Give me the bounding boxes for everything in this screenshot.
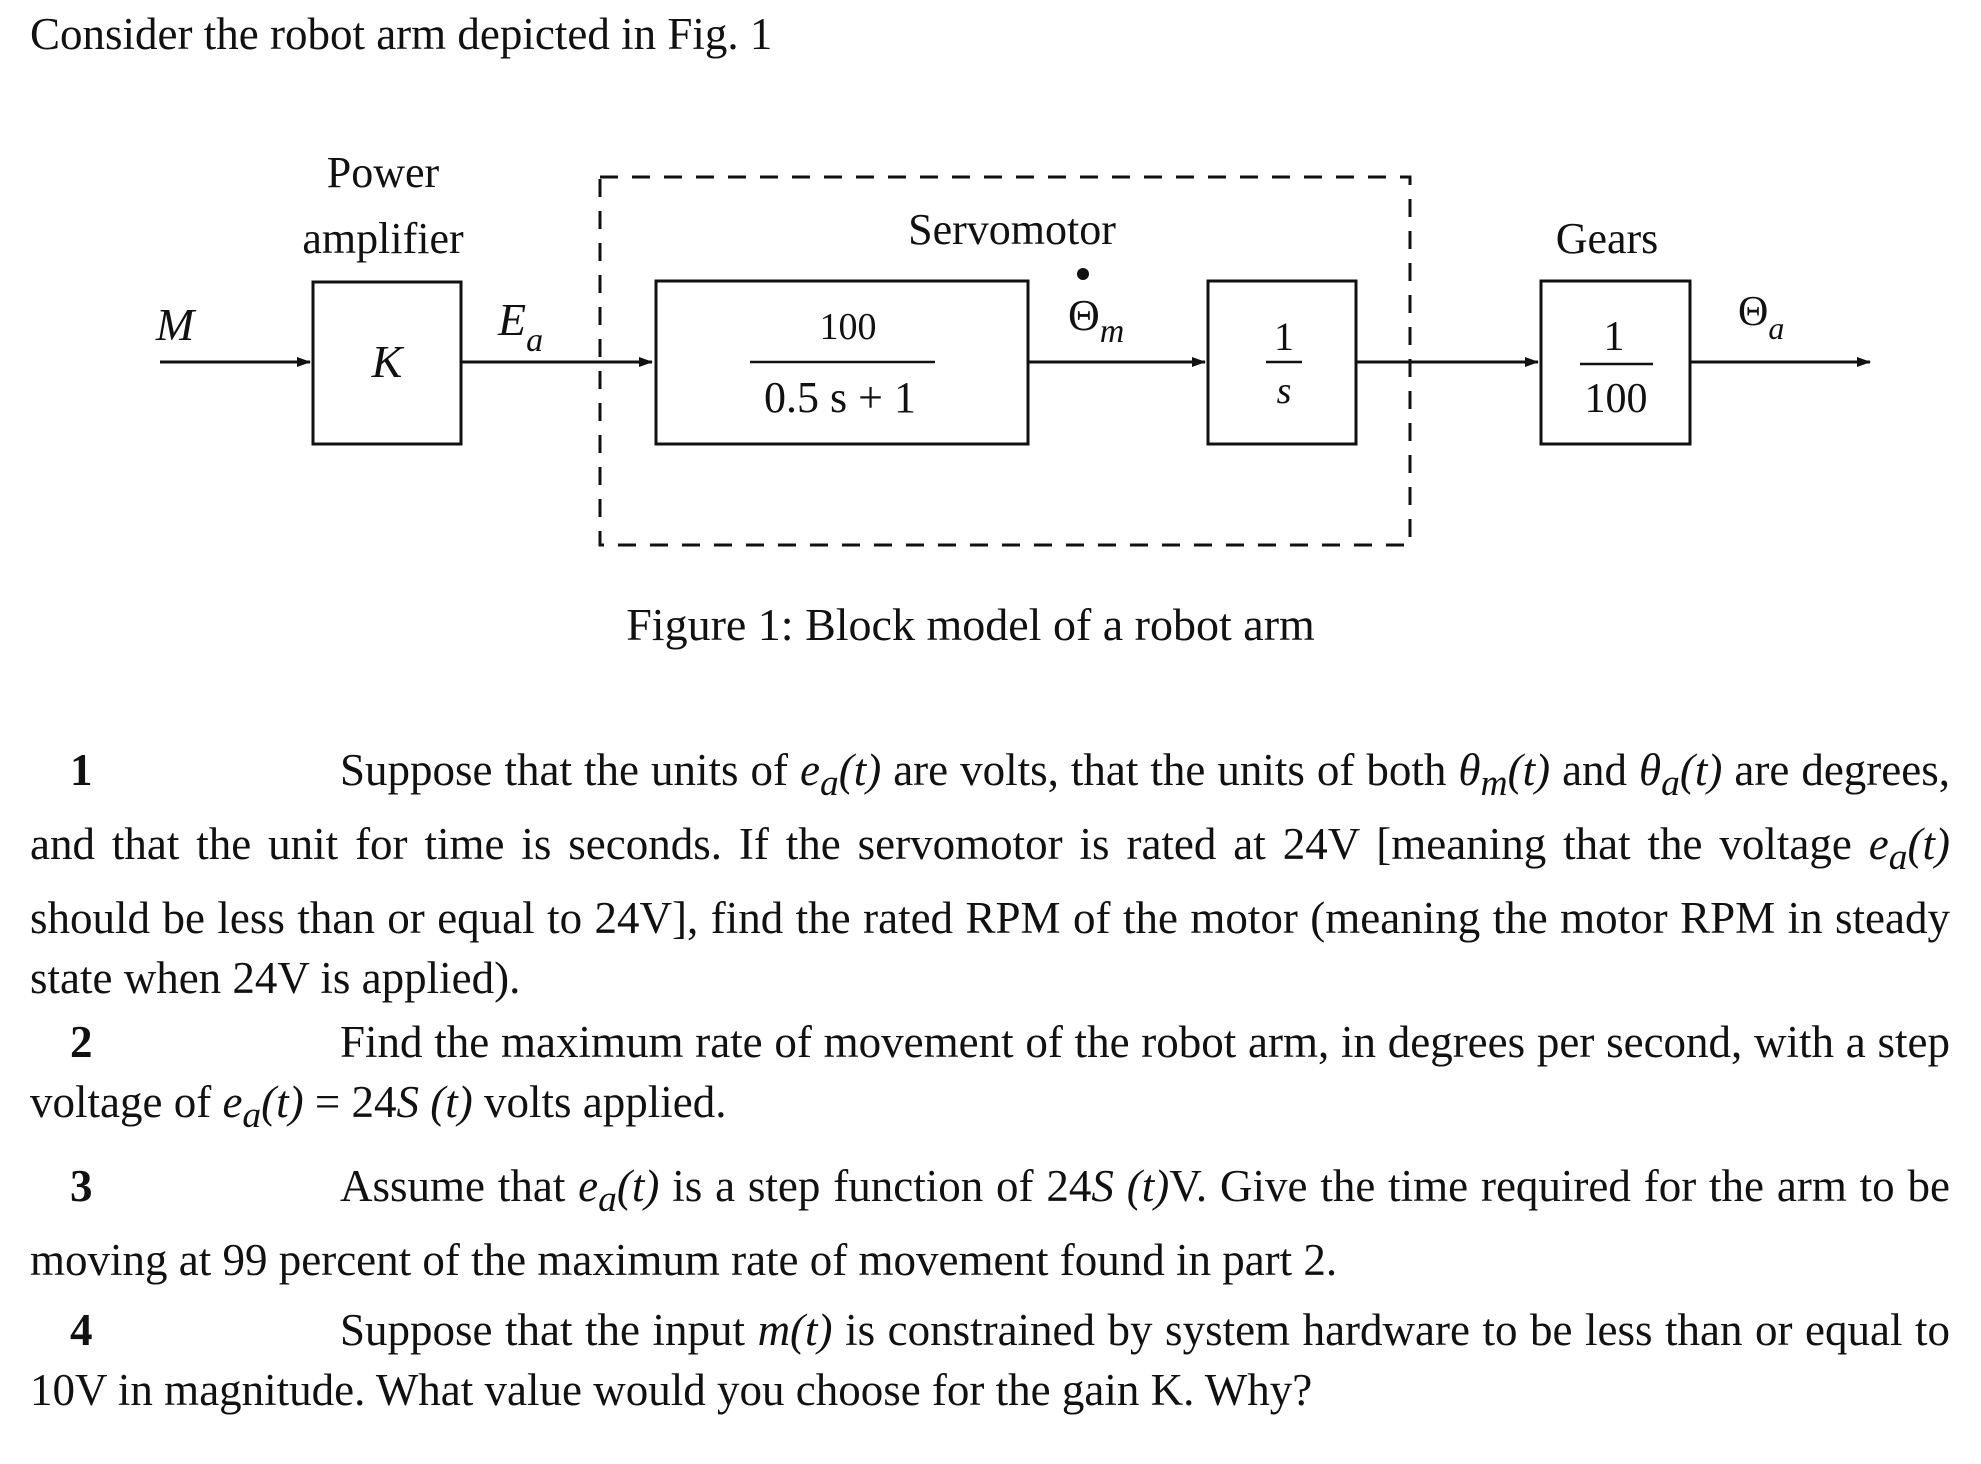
problem-number: 1: [70, 745, 93, 795]
block-diagram: Power amplifier M K Ea Servomotor 100 0.…: [155, 148, 1871, 547]
problem-number: 2: [70, 1017, 93, 1067]
problem-number: 4: [70, 1305, 93, 1355]
gears-denominator: 100: [1585, 376, 1648, 422]
servo-numerator: 100: [820, 306, 877, 348]
gears-numerator: 1: [1604, 314, 1625, 360]
servo-denominator: 0.5 s + 1: [764, 373, 916, 422]
gears-title: Gears: [1556, 214, 1659, 263]
theta-m-label: Θm: [1068, 291, 1124, 350]
theta-m-dot: [1077, 268, 1089, 280]
input-label-m: M: [155, 299, 197, 350]
problem-number: 3: [70, 1161, 93, 1211]
amp-gain: K: [371, 336, 405, 387]
servomotor-title: Servomotor: [908, 205, 1116, 254]
integrator-numerator: 1: [1274, 314, 1294, 359]
integrator-denominator: s: [1277, 370, 1292, 412]
ea-label: Ea: [497, 294, 543, 359]
intro-text: Consider the robot arm depicted in Fig. …: [30, 9, 773, 59]
amp-title-line2: amplifier: [302, 214, 464, 263]
amp-title-line1: Power: [327, 148, 440, 197]
figure-caption: Figure 1: Block model of a robot arm: [626, 599, 1315, 650]
theta-a-label: Θa: [1738, 289, 1784, 346]
